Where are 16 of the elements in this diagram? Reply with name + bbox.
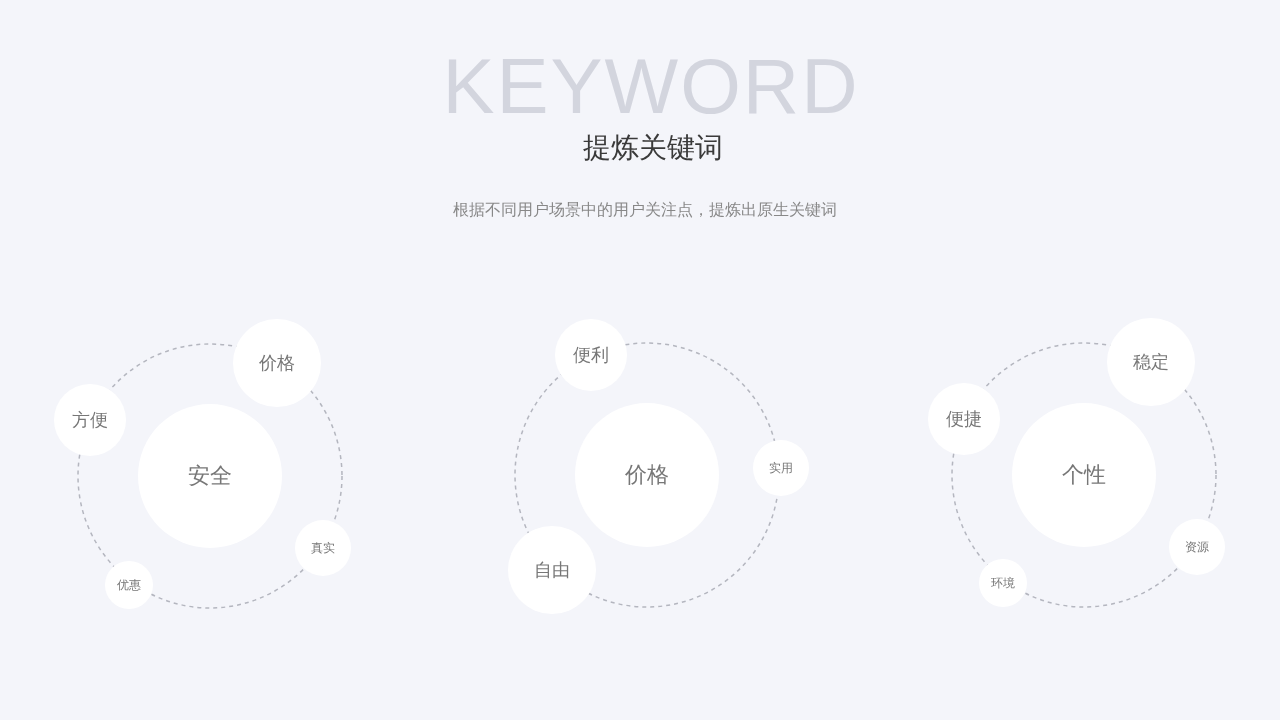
keyword-circle: 实用 xyxy=(753,440,809,496)
keyword-circle: 优惠 xyxy=(105,561,153,609)
keyword-circle: 环境 xyxy=(979,559,1027,607)
keyword-circle: 真实 xyxy=(295,520,351,576)
keyword-circle: 方便 xyxy=(54,384,126,456)
keyword-circle: 稳定 xyxy=(1107,318,1195,406)
keyword-circle: 自由 xyxy=(508,526,596,614)
keyword-circle: 安全 xyxy=(138,404,282,548)
keyword-circle: 便利 xyxy=(555,319,627,391)
keyword-circle: 价格 xyxy=(575,403,719,547)
title: 提炼关键词 xyxy=(582,130,724,166)
subtitle: 根据不同用户场景中的用户关注点，提炼出原生关键词 xyxy=(452,200,838,221)
keyword-circle: 便捷 xyxy=(928,383,1000,455)
keyword-circle: 个性 xyxy=(1012,403,1156,547)
keyword-circle: 资源 xyxy=(1169,519,1225,575)
keyword-circle: 价格 xyxy=(233,319,321,407)
